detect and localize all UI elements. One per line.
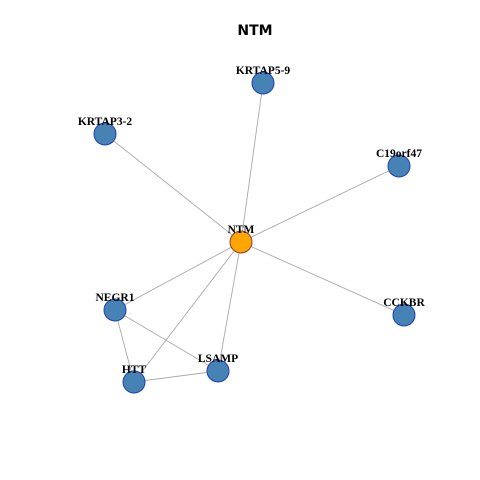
node-negr1[interactable] <box>103 298 127 322</box>
edge-ntm-c19orf47 <box>240 165 400 243</box>
node-label-krtap3-2: KRTAP3-2 <box>78 116 133 128</box>
node-krtap5-9[interactable] <box>251 71 275 95</box>
edge-negr1-htt <box>114 309 135 383</box>
node-label-cckbr: CCKBR <box>383 297 425 309</box>
node-cckbr[interactable] <box>392 303 416 327</box>
graph-title: NTM <box>237 23 272 39</box>
edge-negr1-lsamp <box>114 309 219 372</box>
node-ntm[interactable] <box>229 230 253 254</box>
edge-ntm-negr1 <box>114 241 242 311</box>
node-label-negr1: NEGR1 <box>96 292 135 304</box>
edge-ntm-lsamp <box>217 241 242 372</box>
edge-ntm-krtap5-9 <box>240 82 264 243</box>
nodes-layer <box>93 71 416 394</box>
node-label-krtap5-9: KRTAP5-9 <box>236 65 291 77</box>
node-c19orf47[interactable] <box>387 154 411 178</box>
edges-layer <box>104 82 405 383</box>
node-lsamp[interactable] <box>206 359 230 383</box>
edge-htt-lsamp <box>133 370 219 383</box>
node-label-lsamp: LSAMP <box>198 353 238 365</box>
edge-ntm-htt <box>133 241 242 383</box>
edge-ntm-cckbr <box>240 241 405 316</box>
node-label-c19orf47: C19orf47 <box>376 148 422 160</box>
node-htt[interactable] <box>122 370 146 394</box>
edge-ntm-krtap3-2 <box>104 133 242 243</box>
node-label-htt: HTT <box>122 364 147 376</box>
node-krtap3-2[interactable] <box>93 122 117 146</box>
node-label-ntm: NTM <box>228 224 255 236</box>
